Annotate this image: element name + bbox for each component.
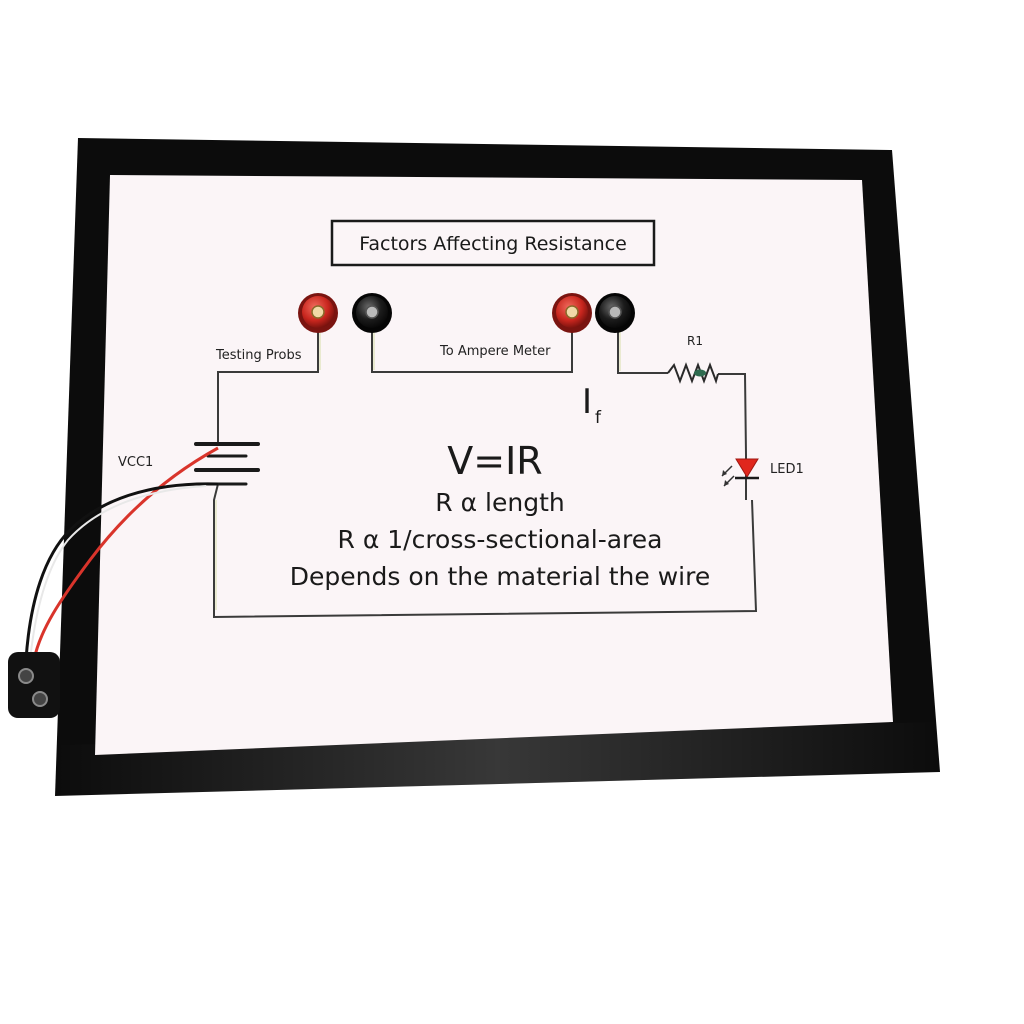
wire-white [29,485,207,661]
testing-probes-label: Testing Probs [215,348,302,363]
led-label: LED1 [770,462,804,477]
formula-length: R α length [435,488,564,517]
board-title: Factors Affecting Resistance [359,233,627,255]
probe-terminal-red[interactable] [298,293,338,333]
led-symbol [721,455,759,500]
title-box [330,219,656,267]
ammeter-terminal-black[interactable] [595,293,635,333]
resistor-label: R1 [687,334,703,348]
formula-material: Depends on the material the wire [290,562,710,591]
ammeter-terminal-red[interactable] [552,293,592,333]
resistor-smd [694,369,706,377]
battery-label: VCC1 [118,455,153,470]
formula-area: R α 1/cross-sectional-area [338,525,663,554]
probe-terminal-black[interactable] [352,293,392,333]
paper-sheet [95,175,893,755]
circuit-traces [213,330,758,619]
wire-black [24,482,219,661]
trace-highlights [215,332,621,610]
battery-snap-connector[interactable] [8,652,60,718]
wire-red [32,446,219,661]
formula-ohms-law: V=IR [447,439,542,483]
ampere-meter-label: To Ampere Meter [439,344,551,359]
